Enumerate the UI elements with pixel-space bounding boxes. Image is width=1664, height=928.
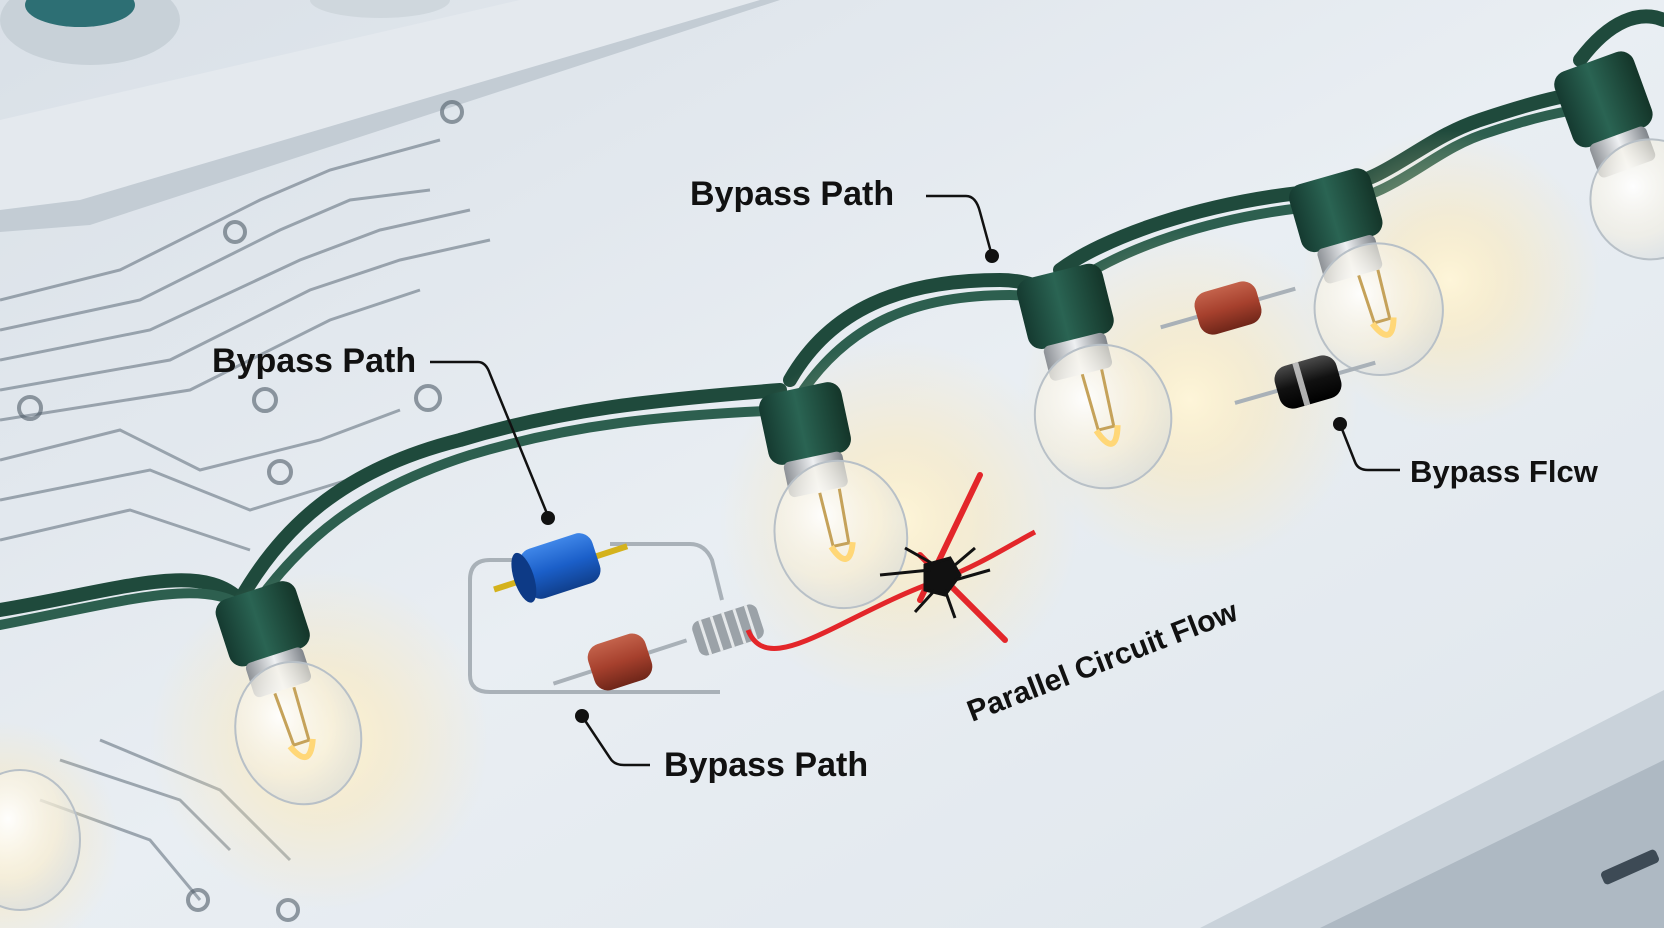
bypass-path-bottom-label: Bypass Path	[664, 746, 869, 784]
broken-bulb-icon	[759, 382, 909, 610]
light-bulb-icon	[1289, 168, 1444, 377]
circuit-pads	[17, 100, 464, 922]
light-bulb-icon	[1554, 51, 1664, 261]
resistor-icon	[1160, 281, 1296, 335]
bypass-path-top-label: Bypass Path	[690, 175, 895, 213]
diode-icon	[1234, 355, 1376, 409]
bypass-loop-wire	[468, 558, 720, 694]
equipment-knob-cap	[25, 0, 135, 27]
label-anchor-dots	[541, 249, 1347, 723]
bypass-path-left-label: Bypass Path	[212, 342, 417, 380]
circuit-traces	[0, 138, 491, 901]
label-leader-lines	[430, 194, 1400, 767]
resistor-icon	[552, 633, 688, 691]
red-bypass-wire	[745, 529, 1037, 651]
equipment-shadow	[0, 0, 780, 232]
equipment-base	[0, 0, 760, 210]
crack-icon	[879, 546, 991, 619]
light-bulb-icon	[215, 581, 363, 806]
bypass-loop-wire-top	[610, 542, 724, 601]
coil-icon	[692, 604, 764, 656]
bypass-flow-right-label: Bypass Flcw	[1410, 454, 1598, 489]
equipment-knob-2	[310, 0, 450, 18]
capacitor-icon	[493, 533, 629, 603]
cabinet-front	[1320, 760, 1664, 928]
light-bulb-icon	[1016, 263, 1173, 490]
light-bulb-icon	[0, 769, 81, 911]
drawer-handle	[1601, 849, 1659, 885]
